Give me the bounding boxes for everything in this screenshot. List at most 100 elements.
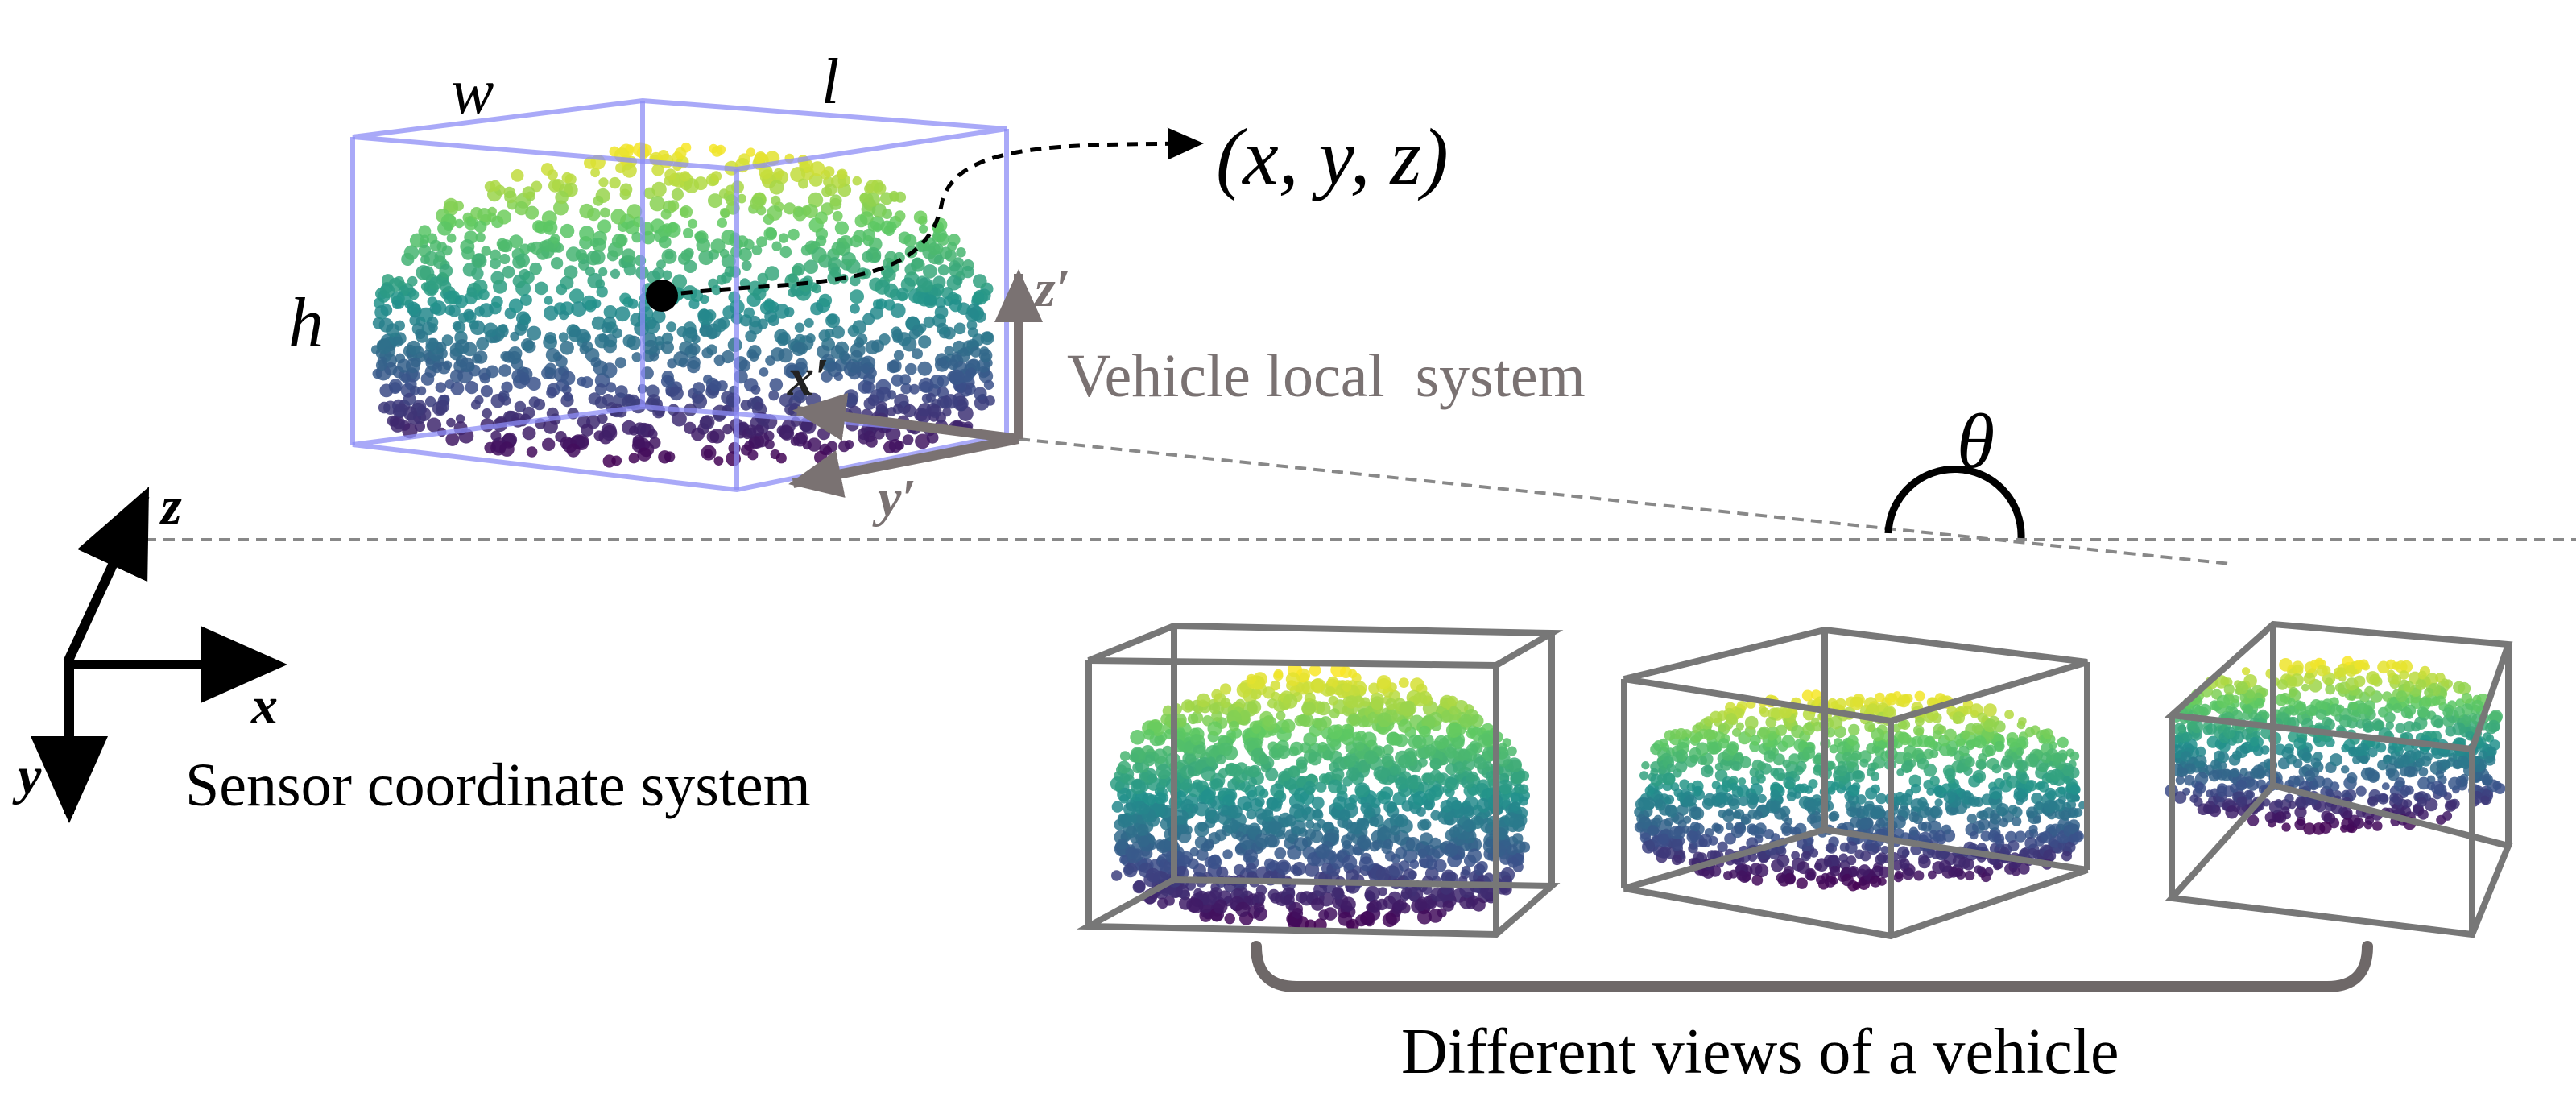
point-cloud-dot <box>774 304 790 319</box>
point-cloud-dot <box>936 322 949 335</box>
point-cloud-dot <box>942 407 952 417</box>
point-cloud-dot <box>1704 764 1714 774</box>
point-cloud-dot <box>662 270 672 280</box>
point-cloud-dot <box>935 296 946 308</box>
point-cloud-dot <box>1913 725 1925 736</box>
point-cloud-dot <box>1710 710 1722 723</box>
point-cloud-dot <box>1976 810 1985 819</box>
point-cloud-dot <box>1781 735 1795 748</box>
point-cloud-dot <box>2448 776 2462 790</box>
point-cloud-dot <box>1125 826 1138 838</box>
point-cloud-dot <box>1728 798 1740 810</box>
point-cloud-dot <box>2354 660 2364 670</box>
point-cloud-dot <box>887 360 900 374</box>
point-cloud-dot <box>594 383 607 395</box>
point-cloud-dot <box>508 298 523 313</box>
point-cloud-dot <box>559 310 569 321</box>
point-cloud-dot <box>918 335 932 349</box>
point-cloud-dot <box>1331 768 1345 781</box>
point-cloud-dot <box>490 394 505 408</box>
point-cloud-dot <box>905 362 917 375</box>
point-cloud-dot <box>610 209 626 225</box>
point-cloud-dot <box>1373 766 1388 781</box>
point-cloud-dot <box>1932 730 1942 739</box>
point-cloud-dot <box>807 437 821 452</box>
point-cloud-dot <box>928 242 941 255</box>
point-cloud-dot <box>529 262 542 275</box>
point-cloud-dot <box>1342 682 1352 693</box>
point-cloud-dot <box>2434 783 2447 797</box>
point-cloud-dot <box>1689 754 1699 764</box>
point-cloud-dot <box>879 333 891 346</box>
point-cloud-dot <box>1309 664 1321 677</box>
point-cloud-dot <box>2453 706 2465 718</box>
point-cloud-dot <box>1666 763 1676 772</box>
label-w: w <box>451 56 494 127</box>
point-cloud-dot <box>2195 746 2206 757</box>
point-cloud-dot <box>542 437 556 451</box>
point-cloud-dot <box>1180 764 1195 779</box>
point-cloud-dot <box>1229 720 1239 731</box>
point-cloud-dot <box>1971 723 1983 734</box>
point-cloud-dot <box>804 317 814 328</box>
point-cloud-dot <box>1952 711 1966 724</box>
point-cloud-dot <box>1418 848 1428 859</box>
point-cloud-dot <box>2018 863 2030 875</box>
point-cloud-dot <box>2222 726 2235 739</box>
point-cloud-dot <box>1700 752 1714 766</box>
point-cloud-dot <box>751 245 763 256</box>
point-cloud-dot <box>1934 798 1943 807</box>
point-cloud-dot <box>1292 862 1306 876</box>
point-cloud-dot <box>803 204 818 219</box>
point-cloud-dot <box>1111 870 1123 881</box>
point-cloud-dot <box>553 200 569 216</box>
point-cloud-dot <box>961 265 974 279</box>
point-cloud-dot <box>872 299 883 309</box>
point-cloud-dot <box>684 345 698 358</box>
local-y-axis <box>788 434 1020 498</box>
sensor-coordinate-system-label: Sensor coordinate system <box>185 752 811 819</box>
point-cloud-dot <box>749 351 759 362</box>
point-cloud-dot <box>1156 764 1172 780</box>
point-cloud-dot <box>831 241 846 256</box>
point-cloud-dot <box>1333 888 1345 900</box>
point-cloud-dot <box>788 228 800 241</box>
point-cloud-dot <box>1759 707 1770 718</box>
point-cloud-dot <box>546 387 557 399</box>
point-cloud-dot <box>561 172 573 184</box>
point-cloud-dot <box>579 226 595 242</box>
point-cloud-dot <box>1977 712 1987 723</box>
point-cloud-dot <box>519 294 532 306</box>
point-cloud-dot <box>1683 815 1692 824</box>
point-cloud-dot <box>1725 713 1738 725</box>
point-cloud-dot <box>1255 833 1270 848</box>
point-cloud-dot <box>1638 816 1652 829</box>
point-cloud-dot <box>660 209 672 220</box>
point-cloud-dot <box>1876 852 1888 863</box>
point-cloud-dot <box>1765 716 1777 728</box>
point-cloud-dot <box>692 391 705 404</box>
point-cloud-dot <box>1703 793 1717 807</box>
point-cloud-dot <box>2442 810 2453 821</box>
point-cloud-dot <box>743 307 755 319</box>
point-cloud-dot <box>2274 799 2284 808</box>
point-cloud-dot <box>1343 728 1354 739</box>
point-cloud-dot <box>684 178 700 193</box>
point-cloud-dot <box>1274 847 1287 859</box>
point-cloud-dot <box>2359 755 2369 764</box>
point-cloud-dot <box>810 302 824 316</box>
point-cloud-dot <box>654 336 664 346</box>
point-cloud-dot <box>1714 762 1723 772</box>
point-cloud-dot <box>579 203 594 219</box>
point-cloud-dot <box>708 193 722 209</box>
point-cloud-dot <box>441 334 453 346</box>
point-cloud-dot <box>837 170 847 180</box>
point-cloud-dot <box>1363 750 1378 764</box>
point-cloud-dot <box>2480 795 2490 805</box>
point-cloud-dot <box>454 218 465 229</box>
point-cloud-dot <box>973 387 987 400</box>
point-cloud-dot <box>1848 723 1860 736</box>
point-cloud-dot <box>885 425 901 441</box>
point-cloud-dot <box>1725 822 1734 830</box>
point-cloud-dot <box>1368 682 1380 694</box>
